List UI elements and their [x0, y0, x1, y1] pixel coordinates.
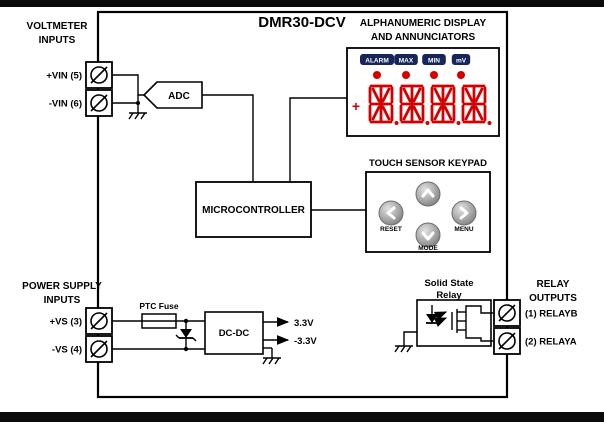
annunciator-label: mV: [456, 58, 467, 65]
microcontroller-label: MICROCONTROLLER: [202, 205, 306, 216]
ssr-mosfet-symbol: [451, 305, 491, 342]
pin-label-relay-a: (2) RELAYA: [525, 337, 577, 348]
annunciator-pill: [360, 54, 394, 65]
terminal-relay-a: [493, 327, 521, 355]
display-heading-line1: ALPHANUMERIC DISPLAY: [360, 18, 487, 29]
chevron-right-icon: [459, 206, 469, 220]
pin-label-vin-positive: +VIN (5): [46, 71, 82, 82]
terminal-vs-positive: [85, 307, 113, 335]
relay-heading-line2: OUTPUTS: [529, 293, 577, 304]
ssr-heading-line1: Solid State: [424, 278, 473, 289]
chevron-up-icon: [421, 188, 435, 198]
tvs-diode-symbol: [175, 321, 197, 349]
keypad-button-label: MODE: [418, 245, 438, 252]
dcdc-label: DC-DC: [219, 328, 250, 339]
annunciator-label: ALARM: [365, 58, 388, 65]
wire-vin-positive: [112, 74, 144, 96]
terminal-relay-b: [493, 299, 521, 327]
display-heading-line2: AND ANNUNCIATORS: [371, 32, 476, 43]
display-digit: [430, 84, 456, 124]
chevron-down-icon: [421, 231, 435, 241]
voltmeter-heading-line1: VOLTMETER: [27, 21, 89, 32]
power-heading-line1: POWER SUPPLY: [22, 281, 102, 292]
pin-label-vs-negative: -VS (4): [52, 345, 82, 356]
adc-block: [142, 81, 203, 109]
power-heading-line2: INPUTS: [44, 295, 81, 306]
display-digit: [368, 84, 394, 124]
keypad-button-label: MENU: [454, 226, 473, 233]
keypad-button-menu: [451, 200, 477, 226]
ptc-fuse-label: PTC Fuse: [139, 301, 178, 311]
top-black-bar: [0, 0, 604, 7]
digit-decimal-point: [425, 121, 430, 125]
diagram-title: DMR30-DCV: [258, 14, 346, 31]
wire-adc-to-mcu: [202, 94, 254, 182]
keypad-button-chevron-up: [415, 181, 441, 207]
bottom-black-bar: [0, 412, 604, 422]
annunciator-led-icon: [402, 71, 410, 79]
annunciator-led-icon: [457, 71, 465, 79]
chevron-left-icon: [386, 206, 396, 220]
terminal-vin-positive: [85, 61, 113, 89]
display-plus-sign: +: [352, 98, 360, 114]
voltmeter-heading-line2: INPUTS: [39, 35, 76, 46]
keypad-heading: TOUCH SENSOR KEYPAD: [369, 158, 487, 169]
terminal-vs-negative: [85, 335, 113, 363]
annunciator-label: MIN: [428, 58, 440, 65]
digit-decimal-point: [394, 121, 399, 125]
adc-label: ADC: [168, 91, 190, 102]
keypad-button-mode: [415, 222, 441, 248]
main-enclosure-box: [96, 10, 509, 399]
ssr-heading-line2: Relay: [436, 290, 462, 301]
annunciator-label: MAX: [399, 58, 414, 65]
annunciator-row: ALARM MAX MIN mV: [360, 54, 471, 79]
display-digit: [461, 84, 487, 124]
annunciator-pill: [422, 54, 446, 65]
keypad-button-reset: [378, 200, 404, 226]
relay-heading-line1: RELAY: [537, 279, 570, 290]
annunciator-led-icon: [373, 71, 381, 79]
keypad-buttons: RESET MENU MODE: [378, 181, 477, 252]
wire-display-to-mcu: [289, 97, 347, 182]
microcontroller-block: [195, 181, 312, 238]
pin-label-relay-b: (1) RELAYB: [525, 309, 578, 320]
dcdc-block: [204, 311, 264, 355]
display-digit: [399, 84, 425, 124]
terminal-vin-negative: [85, 89, 113, 117]
pin-label-vs-positive: +VS (3): [50, 317, 82, 328]
digit-decimal-point: [487, 121, 492, 125]
annunciator-led-icon: [430, 71, 438, 79]
pin-label-vin-negative: -VIN (6): [49, 99, 82, 110]
keypad-button-label: RESET: [380, 226, 402, 233]
rail-negative-label: -3.3V: [294, 336, 317, 347]
annunciator-pill: [394, 54, 418, 65]
ssr-optocoupler-symbol: [426, 305, 448, 327]
display-digits: [368, 84, 492, 125]
annunciator-pill: [451, 54, 471, 65]
rail-positive-label: 3.3V: [294, 318, 314, 329]
digit-decimal-point: [456, 121, 461, 125]
